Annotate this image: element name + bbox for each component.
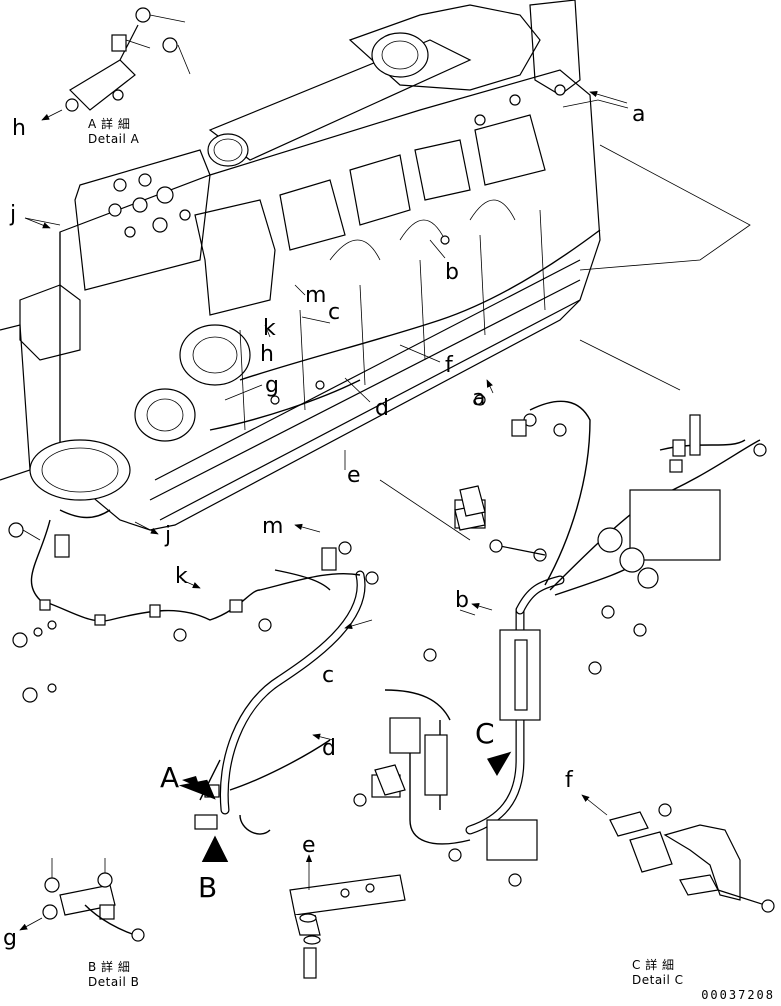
view-label-a: A <box>160 761 180 794</box>
bracket-callout-e: e <box>302 833 316 858</box>
engine-leader-lines <box>24 99 751 541</box>
detail-callout-f: f <box>565 768 573 793</box>
callout-d: d <box>375 396 389 421</box>
callout-b: b <box>445 260 459 285</box>
harness-callout-a: a <box>472 386 486 411</box>
harness-callout-b: b <box>455 588 469 613</box>
detail-c-caption-en: Detail C <box>632 973 684 987</box>
harness-callout-k: k <box>175 564 188 589</box>
bolt-set <box>8 394 767 887</box>
detail-c-caption: C 詳 細 Detail C <box>632 958 684 988</box>
view-label-c: C <box>475 717 495 750</box>
detail-b-caption-jp: B 詳 細 <box>88 960 131 974</box>
detail-a-caption: A 詳 細 Detail A <box>88 117 139 147</box>
view-label-b: B <box>198 871 218 904</box>
callout-m: m <box>305 283 327 308</box>
callout-e: e <box>347 463 361 488</box>
callout-c: c <box>328 300 341 325</box>
harness-callout-j: j <box>165 523 172 548</box>
harness-callout-m: m <box>262 514 284 539</box>
callout-j: j <box>10 202 17 227</box>
view-arrows <box>178 751 512 862</box>
detail-a-drawing <box>41 7 191 121</box>
detail-b-caption: B 詳 細 Detail B <box>88 960 139 990</box>
bracket-e-drawing <box>289 854 406 979</box>
callout-h-detail: h <box>12 116 26 141</box>
harness-callout-d: d <box>322 736 336 761</box>
detail-a-caption-jp: A 詳 細 <box>88 117 131 131</box>
engine-block <box>0 0 601 531</box>
detail-callout-g: g <box>3 926 17 951</box>
detail-b-caption-en: Detail B <box>88 975 140 989</box>
detail-b-drawing <box>19 858 145 942</box>
wiring-harness <box>8 394 767 887</box>
callout-g: g <box>265 373 279 398</box>
drawing-number: 00037208 <box>701 988 775 1002</box>
detail-a-caption-en: Detail A <box>88 132 140 146</box>
detail-c-caption-jp: C 詳 細 <box>632 958 675 972</box>
detail-c-drawing <box>581 794 775 913</box>
callout-arrows <box>24 90 628 741</box>
callout-a: a <box>632 102 646 127</box>
harness-callout-c: c <box>322 663 335 688</box>
callout-h-engine: h <box>260 342 274 367</box>
callout-f: f <box>445 353 453 378</box>
callout-k: k <box>263 316 276 341</box>
